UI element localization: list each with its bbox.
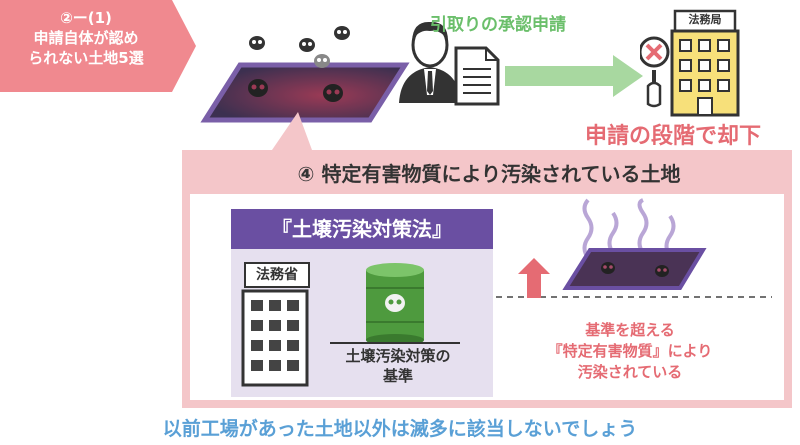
skull-icon [385, 294, 405, 312]
agency-label: 法務局 [688, 13, 722, 26]
applicant-person-icon [399, 21, 461, 103]
green-right-arrow [505, 55, 643, 97]
skull-icon [249, 36, 265, 50]
panel-title: ④ 特定有害物質により汚染されている土地 [297, 162, 681, 186]
standard-label: 土壌汚染対策の 基準 [345, 347, 451, 385]
legal-affairs-bureau-building-icon [640, 9, 740, 117]
polluted-land-icon [562, 198, 707, 290]
document-icon [454, 46, 500, 106]
skull-icon [655, 265, 669, 277]
exceed-text: 基準を超える 『特定有害物質』により 汚染されている [547, 321, 713, 381]
skull-icon [314, 54, 330, 68]
skull-icon [323, 84, 343, 102]
skull-icon [334, 26, 350, 40]
request-label: 引取りの承認申請 [430, 15, 566, 35]
red-up-arrow [518, 258, 550, 298]
skull-icon [601, 262, 615, 274]
ministry-label: 法務省 [244, 262, 310, 288]
standard-underline [330, 342, 460, 344]
footer-note: 以前工場があった土地以外は滅多に該当しないでしょう [162, 418, 638, 440]
section-badge-text: ②ー(1) 申請自体が認め られない土地5選 [28, 9, 144, 67]
section-badge [0, 0, 196, 92]
contaminated-land-top [200, 26, 410, 123]
reject-sign-icon [640, 36, 670, 108]
law-title: 『土壌汚染対策法』 [231, 209, 493, 249]
ministry-building-icon [241, 289, 309, 387]
reject-text: 申請の段階で却下 [585, 124, 762, 149]
skull-icon [299, 38, 315, 52]
skull-icon [248, 79, 268, 97]
toxic-drum-icon [366, 263, 424, 344]
